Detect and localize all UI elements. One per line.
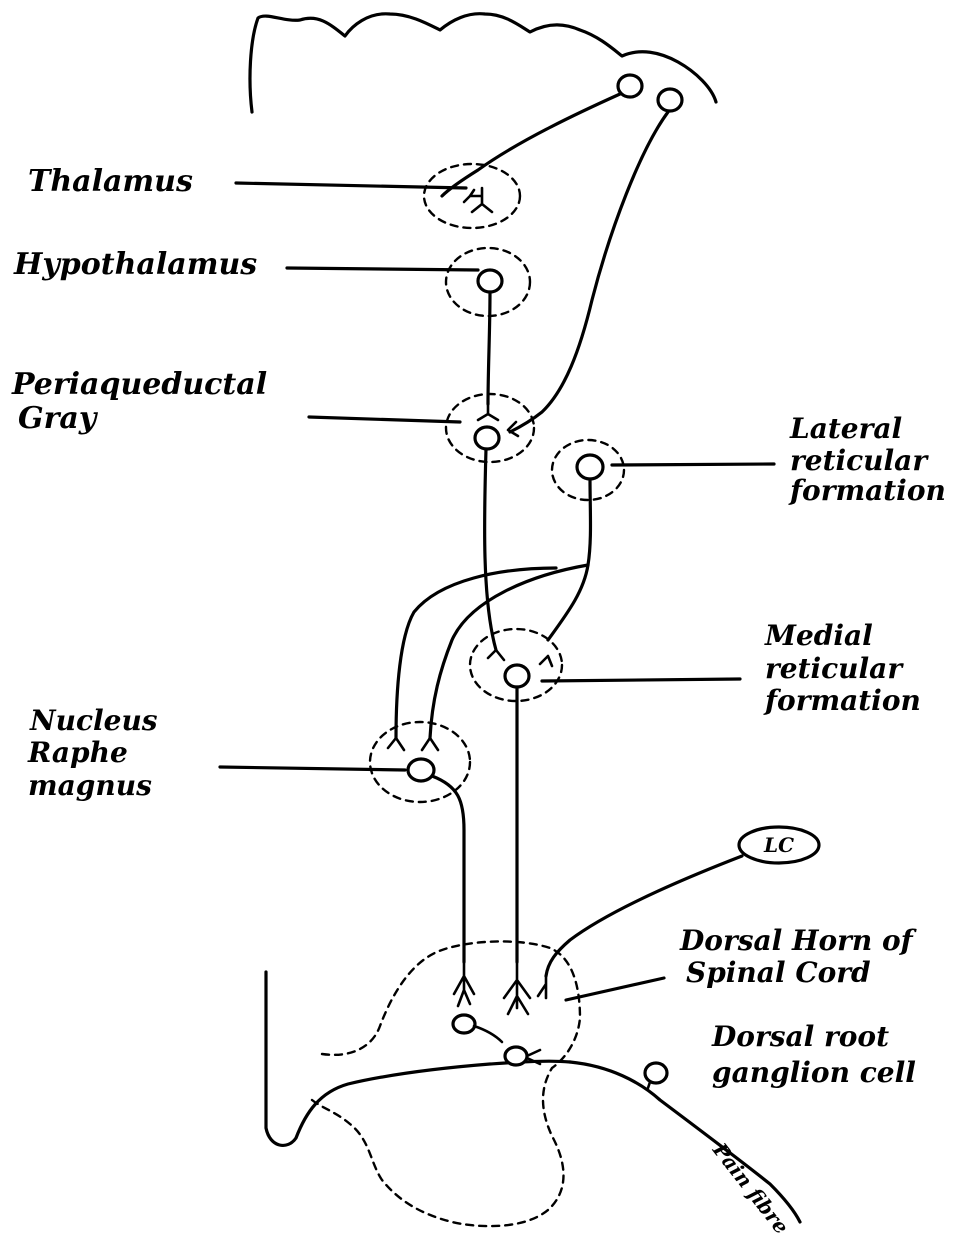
nrm-descending-axon bbox=[432, 776, 464, 962]
thalamus-terminal bbox=[464, 188, 492, 212]
lateral-rf-label-line3: formation bbox=[788, 474, 946, 507]
cortex-outline bbox=[250, 14, 716, 112]
pag-to-medial-rf-axon bbox=[485, 449, 496, 650]
medial-rf-label-line1: Medial bbox=[764, 619, 873, 652]
cortex-to-pag-axon bbox=[510, 112, 668, 432]
drg-stem bbox=[648, 1082, 650, 1088]
lateral-rf-axon bbox=[548, 479, 591, 640]
lc-label: LC bbox=[763, 833, 794, 857]
lc-dorsal-horn-terminals bbox=[538, 976, 546, 998]
pag-neuron bbox=[475, 427, 499, 449]
dorsal-horn-projection-neuron bbox=[505, 1047, 527, 1065]
nrm-terminals bbox=[388, 738, 438, 750]
medial-rf-leader bbox=[542, 679, 740, 681]
medial-rf-label-line3: formation bbox=[763, 684, 921, 717]
pain-fibre-label: Pain fibre bbox=[707, 1138, 793, 1239]
lateral-rf-neuron bbox=[577, 455, 603, 479]
drg-label-line1: Dorsal root bbox=[711, 1020, 889, 1053]
interneuron-axon bbox=[474, 1026, 502, 1042]
pag-leader bbox=[309, 417, 460, 422]
medial-rf-label-line2: reticular bbox=[765, 652, 904, 685]
dorsal-horn-leader bbox=[566, 978, 664, 1000]
cortex-to-thalamus-axon bbox=[442, 94, 620, 196]
nrm-neuron bbox=[408, 759, 434, 781]
cortical-neuron-1 bbox=[618, 75, 642, 97]
pag-label-line1: Periaqueductal bbox=[11, 367, 267, 402]
cortical-neuron-2 bbox=[658, 89, 682, 111]
lateral-rf-leader bbox=[612, 464, 774, 465]
medial-rf-dorsal-horn-terminals bbox=[504, 962, 530, 1014]
lateral-rf-label-line1: Lateral bbox=[789, 412, 902, 445]
drg-neuron bbox=[645, 1063, 667, 1083]
hypothalamus-label: Hypothalamus bbox=[13, 247, 257, 282]
dorsal-horn-label-line1: Dorsal Horn of bbox=[679, 924, 918, 957]
dorsal-horn-label-line2: Spinal Cord bbox=[686, 956, 871, 989]
thalamus-leader bbox=[236, 183, 466, 188]
lateral-rf-label-line2: reticular bbox=[790, 444, 929, 477]
drg-label-line2: ganglion cell bbox=[712, 1056, 916, 1089]
nrm-label-line3: magnus bbox=[28, 769, 152, 802]
medial-rf-neuron bbox=[505, 665, 529, 687]
lateral-rf-branch-to-nrm bbox=[430, 565, 588, 738]
nrm-leader bbox=[220, 767, 405, 770]
nrm-label-line1: Nucleus bbox=[29, 704, 158, 737]
dorsal-horn-interneuron bbox=[453, 1015, 475, 1033]
hypothalamus-to-pag-axon bbox=[488, 292, 490, 404]
pag-label-line2: Gray bbox=[18, 401, 99, 436]
medial-rf-terminals bbox=[488, 650, 552, 666]
nrm-dorsal-horn-terminals bbox=[454, 962, 474, 1006]
nrm-label-line2: Raphe bbox=[27, 736, 128, 769]
hypothalamus-leader bbox=[287, 268, 478, 270]
thalamus-label: Thalamus bbox=[28, 164, 193, 199]
hypothalamus-neuron bbox=[478, 270, 502, 292]
lateral-rf-branch-left bbox=[396, 568, 556, 738]
